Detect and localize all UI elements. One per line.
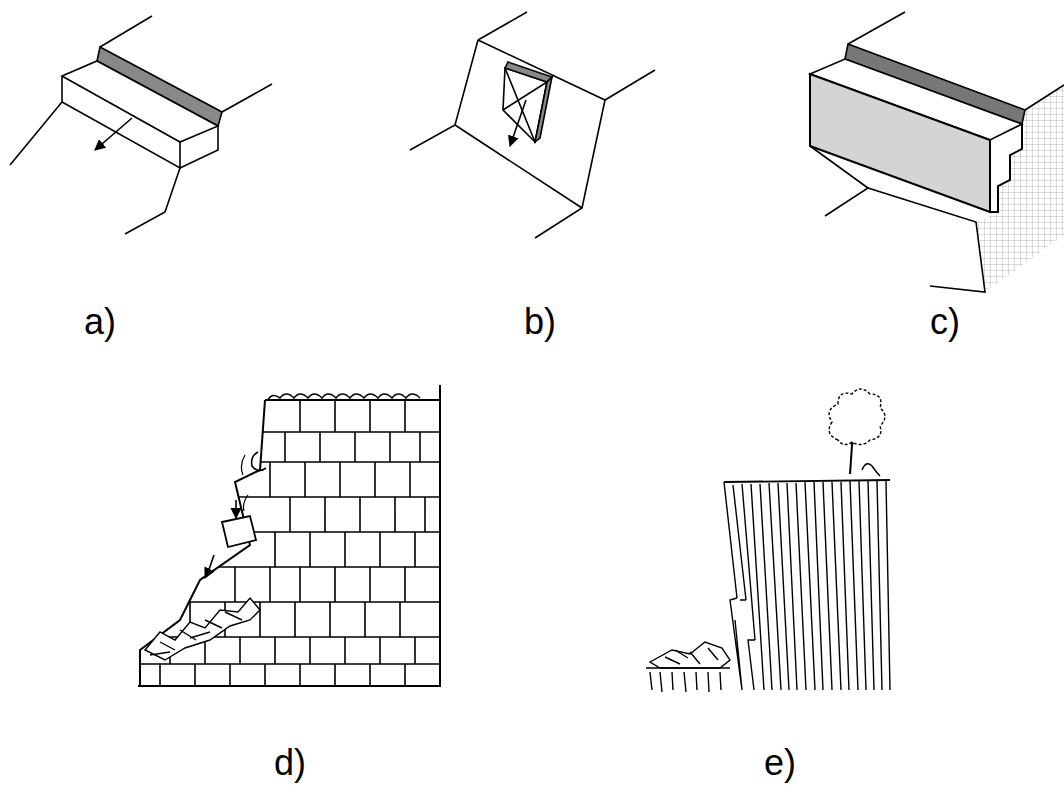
panel-label: e) [764,742,796,783]
stepped-failure-sketch [810,12,1064,292]
toppling-sketch [646,389,890,692]
rockfall-sketch [130,385,445,687]
panel-label: c) [930,301,960,342]
panel-label: d) [274,742,306,783]
panel-label: b) [524,301,556,342]
wedge-failure-sketch [410,12,655,238]
planar-failure-sketch [10,16,272,234]
panel-label: a) [84,301,116,342]
